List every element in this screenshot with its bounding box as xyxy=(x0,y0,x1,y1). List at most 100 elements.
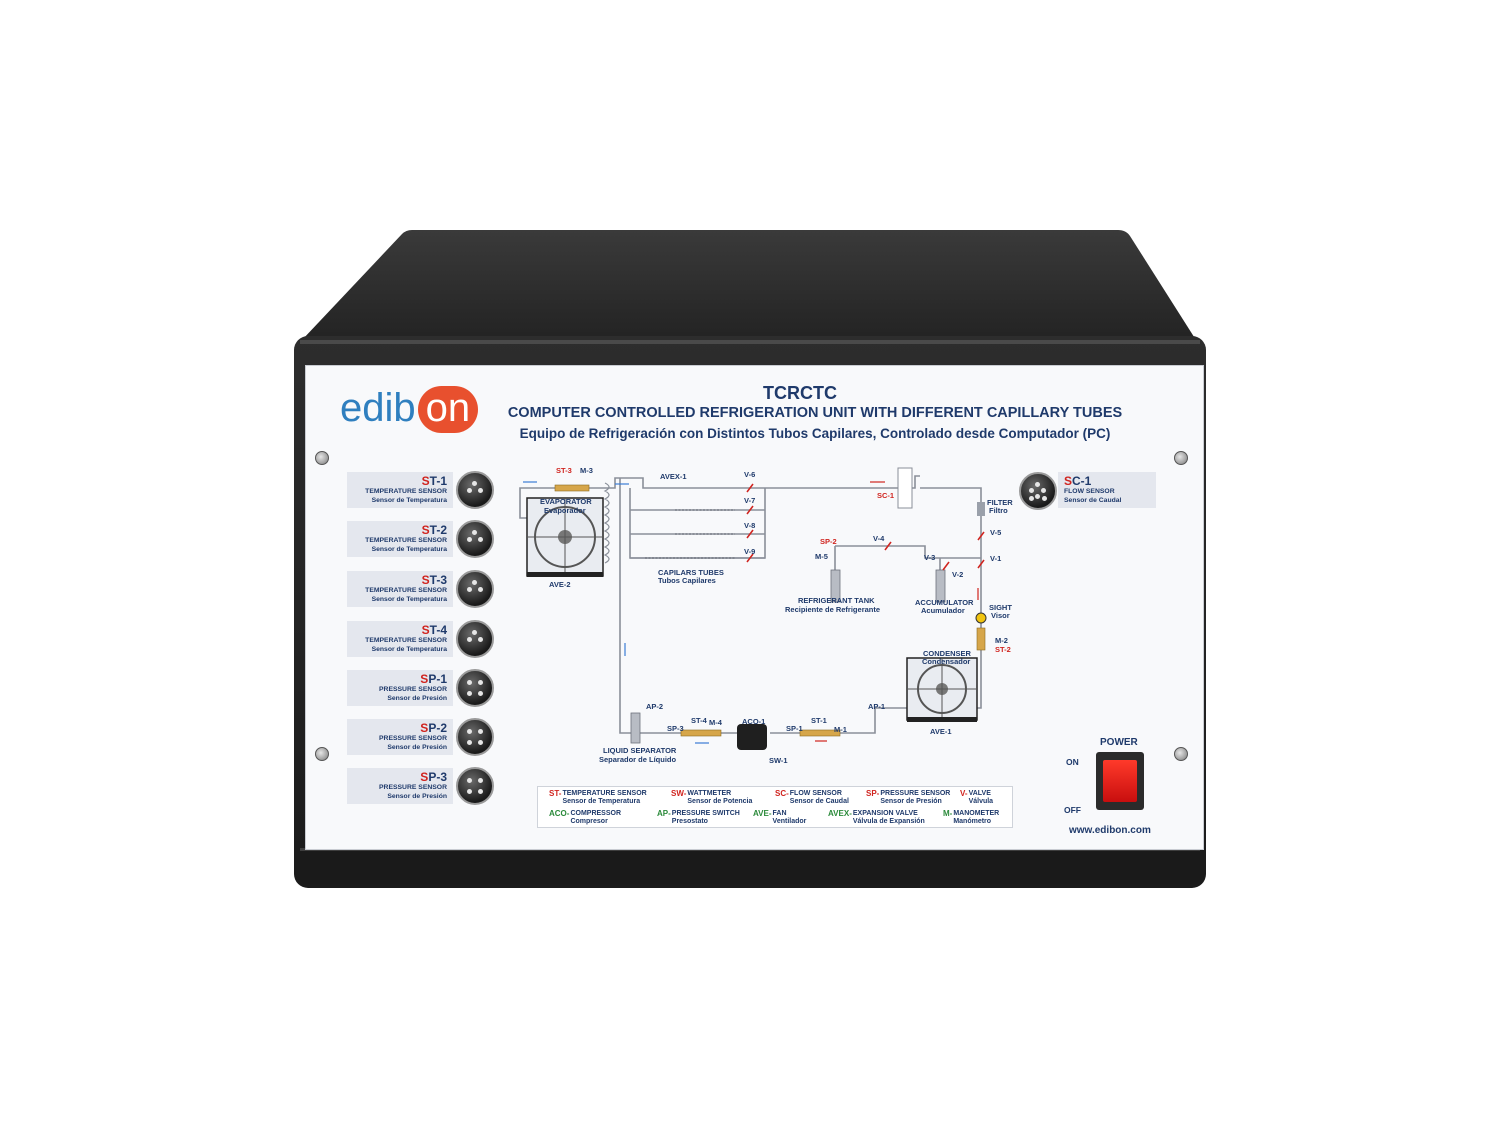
diagram-label-sight-es: Visor xyxy=(991,611,1010,620)
diagram-label-v4: V-4 xyxy=(873,534,885,543)
diagram-label-sp1: SP-1 xyxy=(786,724,803,733)
diagram-label-sw1: SW-1 xyxy=(769,756,788,765)
diagram-label-tank-es: Recipiente de Refrigerante xyxy=(785,605,881,614)
sensor-connector-2[interactable] xyxy=(456,520,494,558)
legend-code: ACO- xyxy=(549,809,570,818)
diagram-label-sp3: SP-3 xyxy=(667,724,684,733)
legend-name-es: Sensor de Caudal xyxy=(789,798,849,805)
diagram-label-st4: ST-4 xyxy=(691,716,707,725)
sensor-name-es: Sensor de Presión xyxy=(387,744,447,751)
title-spanish: Equipo de Refrigeración con Distintos Tu… xyxy=(519,426,1111,441)
legend-name-es: Sensor de Potencia xyxy=(687,798,753,805)
legend-name: FLOW SENSOR xyxy=(789,790,842,797)
legend-name-es: Sensor de Temperatura xyxy=(562,798,641,805)
diagram-label-v3: V-3 xyxy=(924,553,936,562)
legend-name: PRESSURE SENSOR xyxy=(880,790,951,797)
legend-code: SC- xyxy=(775,789,789,798)
logo-badge: on xyxy=(417,386,479,433)
legend-code: SP- xyxy=(866,789,880,798)
diagram-label-cond-en: CONDENSER xyxy=(923,649,971,658)
legend-name: TEMPERATURE SENSOR xyxy=(562,790,647,797)
diagram-label-v7: V-7 xyxy=(744,496,756,505)
diagram-label-acc-es: Acumulador xyxy=(921,606,965,615)
legend-name: COMPRESSOR xyxy=(570,810,622,817)
flow-sensor-code: SC-1 xyxy=(1064,474,1092,488)
legend-code: SW- xyxy=(671,789,687,798)
sensor-connector-3[interactable] xyxy=(456,570,494,608)
sensor-code: SP-3 xyxy=(420,770,447,784)
legend-name: FAN xyxy=(772,810,787,817)
legend-name: WATTMETER xyxy=(687,790,732,797)
flow-sensor-name-es: Sensor de Caudal xyxy=(1064,497,1122,504)
sensor-connector-5[interactable] xyxy=(456,669,494,707)
sensor-name: PRESSURE SENSOR xyxy=(379,735,447,742)
diagram-label-st1: ST-1 xyxy=(811,716,827,725)
sensor-connector-4[interactable] xyxy=(456,620,494,658)
diagram-label-st2: ST-2 xyxy=(995,645,1011,654)
sensor-code: ST-2 xyxy=(421,523,447,537)
legend-name-es: Válvula xyxy=(968,798,994,805)
diagram-label-st3: ST-3 xyxy=(556,466,572,475)
legend-name: MANOMETER xyxy=(953,810,1000,817)
diagram-label-v8: V-8 xyxy=(744,521,756,530)
sensor-name-es: Sensor de Temperatura xyxy=(371,646,447,653)
diagram-label-cond-es: Condensador xyxy=(922,657,971,666)
diagram-label-cap-es: Tubos Capilares xyxy=(658,576,716,585)
sensor-code: SP-2 xyxy=(420,721,447,735)
legend-name: EXPANSION VALVE xyxy=(852,810,918,817)
legend-code: AVE- xyxy=(753,809,772,818)
diagram-label-ave1: AVE-1 xyxy=(930,727,952,736)
legend-name-es: Compresor xyxy=(570,818,608,825)
diagram-label-m5: M-5 xyxy=(815,552,828,561)
model-title: TCRCTC xyxy=(763,383,837,403)
power-switch[interactable] xyxy=(1096,752,1144,810)
panel-screw-icon xyxy=(1174,747,1188,761)
sensor-name: PRESSURE SENSOR xyxy=(379,784,447,791)
sensor-connector-6[interactable] xyxy=(456,718,494,756)
sensor-connector-1[interactable] xyxy=(456,471,494,509)
flow-sensor-label: SC-1 FLOW SENSOR Sensor de Caudal xyxy=(1058,472,1156,508)
flow-sensor-connector[interactable] xyxy=(1019,472,1057,510)
panel-screw-icon xyxy=(315,451,329,465)
legend-name-es: Sensor de Presión xyxy=(880,798,942,805)
legend-name: VALVE xyxy=(968,790,991,797)
sensor-code: ST-4 xyxy=(421,623,447,637)
power-on-label: ON xyxy=(1066,757,1079,767)
diagram-label-ap2: AP-2 xyxy=(646,702,664,711)
sensor-name-es: Sensor de Temperatura xyxy=(371,546,447,553)
sensor-name-es: Sensor de Presión xyxy=(387,793,447,800)
diagram-label-aco1: ACO-1 xyxy=(742,717,766,726)
diagram-label-evap-es: Evaporador xyxy=(544,506,586,515)
legend-code: M- xyxy=(943,809,953,818)
legend-name: PRESSURE SWITCH xyxy=(671,810,740,817)
sensor-connector-7[interactable] xyxy=(456,767,494,805)
website-label: www.edibon.com xyxy=(1069,825,1151,836)
sensor-code: ST-3 xyxy=(421,573,447,587)
sensor-name: TEMPERATURE SENSOR xyxy=(365,488,447,495)
diagram-label-ave2: AVE-2 xyxy=(549,580,571,589)
diagram-label-liq-en: LIQUID SEPARATOR xyxy=(603,746,677,755)
legend-name-es: Ventilador xyxy=(772,818,807,825)
diagram-label-tank-en: REFRIGERANT TANK xyxy=(798,596,875,605)
sensor-name: TEMPERATURE SENSOR xyxy=(365,537,447,544)
sensor-name: TEMPERATURE SENSOR xyxy=(365,587,447,594)
diagram-label-v9: V-9 xyxy=(744,547,756,556)
diagram-label-v5: V-5 xyxy=(990,528,1002,537)
diagram-label-m1: M-1 xyxy=(834,725,847,734)
title-english: COMPUTER CONTROLLED REFRIGERATION UNIT W… xyxy=(507,405,1123,421)
power-rocker[interactable] xyxy=(1103,760,1137,802)
diagram-label-v6: V-6 xyxy=(744,470,756,479)
sensor-name-es: Sensor de Temperatura xyxy=(371,497,447,504)
